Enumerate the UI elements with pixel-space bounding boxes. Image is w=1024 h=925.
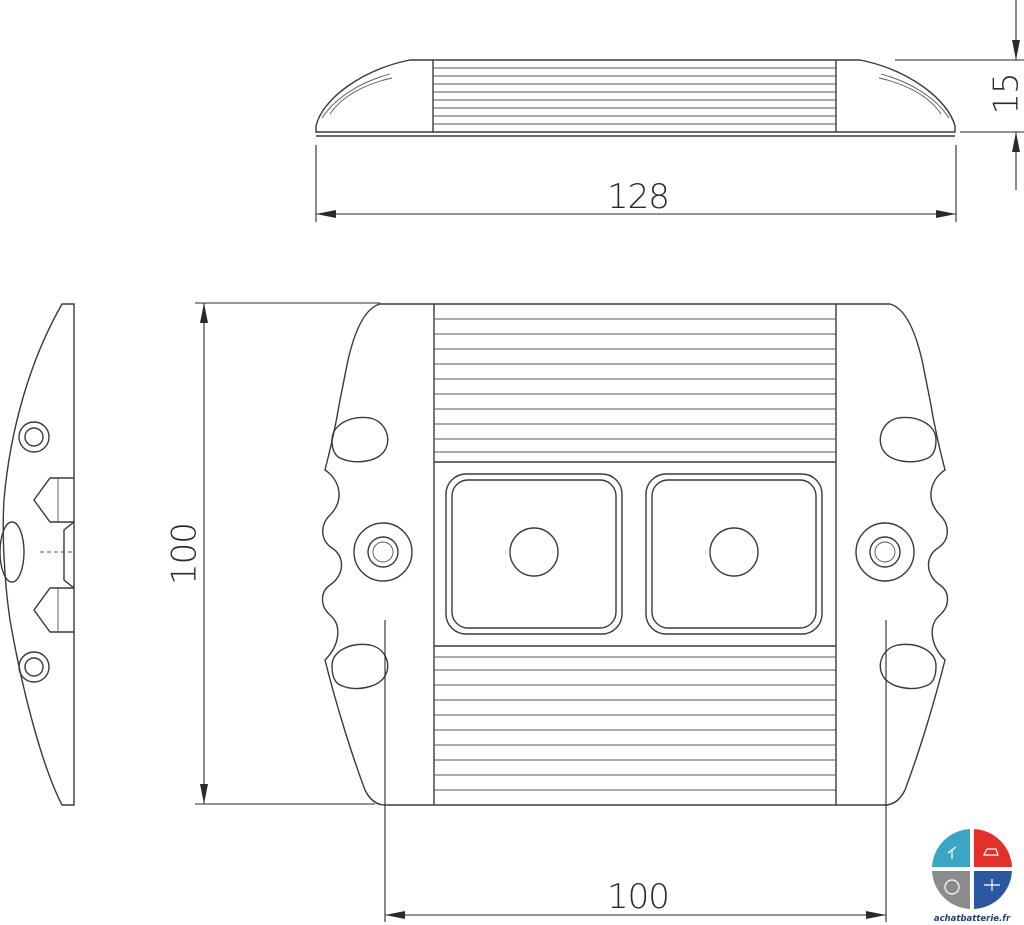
main-top-view [321, 303, 949, 806]
cooling-fins-top [434, 318, 836, 453]
led-lens-right [645, 473, 823, 635]
dimension-128: 128 [315, 145, 957, 222]
dimension-100-vertical: 100 [165, 302, 380, 805]
mounting-hole-right [855, 522, 915, 582]
drone-icon [984, 879, 1000, 891]
cooling-fins-bottom [434, 656, 836, 791]
dimension-15: 15 [895, 0, 1024, 190]
dimension-label-15: 15 [987, 73, 1024, 114]
wind-turbine-icon [947, 846, 957, 859]
end-view [0, 303, 75, 806]
logo-quadrant-blue [974, 871, 1012, 909]
mounting-hole-left [353, 522, 413, 582]
scooter-icon [983, 848, 999, 856]
battery-cell-icon [944, 879, 960, 895]
logo-quadrant-gray [932, 871, 970, 909]
brand-logo: achatbatterie.fr [932, 829, 1012, 924]
dimension-100-horizontal: 100 [384, 620, 887, 922]
dimension-label-100-vertical: 100 [165, 523, 205, 585]
dimension-label-128: 128 [607, 177, 669, 217]
slot-holes [331, 416, 937, 690]
logo-quadrant-red [974, 829, 1012, 867]
logo-text: achatbatterie.fr [934, 914, 1011, 924]
dimension-label-100-horizontal: 100 [607, 877, 669, 917]
side-profile-view [315, 59, 956, 137]
led-lens-left [445, 473, 623, 635]
logo-quadrant-teal [932, 829, 970, 867]
